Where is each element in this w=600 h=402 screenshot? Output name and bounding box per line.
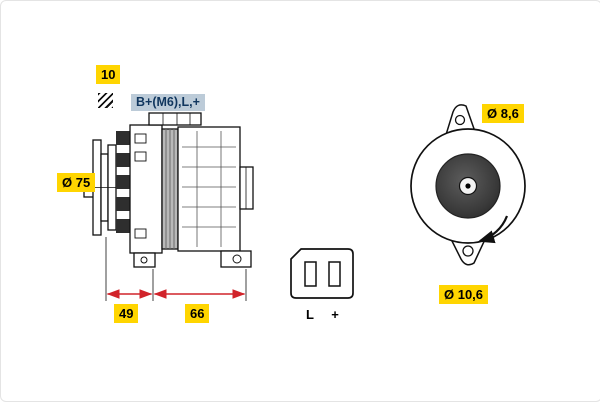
bottom-ear-hole — [462, 245, 474, 257]
nut-size-label: 10 — [96, 65, 121, 84]
shaft-center-dot — [465, 183, 471, 189]
pulley-diameter-label: Ø 75 — [57, 173, 96, 192]
rear-boss — [239, 166, 254, 210]
hatch-symbol-icon — [98, 93, 113, 108]
fan-blades — [116, 131, 130, 233]
top-hole-diameter-label: Ø 8,6 — [482, 104, 524, 123]
terminal-block — [148, 112, 202, 126]
rear-bracket — [177, 126, 241, 252]
alternator-side-view — [83, 112, 254, 268]
pulley — [92, 139, 117, 236]
rotation-arrow-icon — [477, 215, 509, 244]
alternator-rear-view — [410, 104, 526, 266]
mounting-feet — [133, 250, 252, 268]
dimension-66-label: 66 — [185, 304, 210, 323]
connector-pin-l-label: L — [306, 307, 314, 322]
front-bracket — [129, 124, 163, 254]
bottom-hole-diameter-label: Ø 10,6 — [439, 285, 489, 304]
connector-pin-plus-label: + — [331, 307, 339, 322]
dimension-lines — [105, 237, 247, 301]
terminal-designation-label: B+(M6),L,+ — [131, 94, 205, 111]
dimension-49-label: 49 — [114, 304, 139, 323]
stator — [161, 128, 179, 250]
connector-plug — [290, 248, 354, 299]
top-ear-hole — [454, 114, 466, 126]
